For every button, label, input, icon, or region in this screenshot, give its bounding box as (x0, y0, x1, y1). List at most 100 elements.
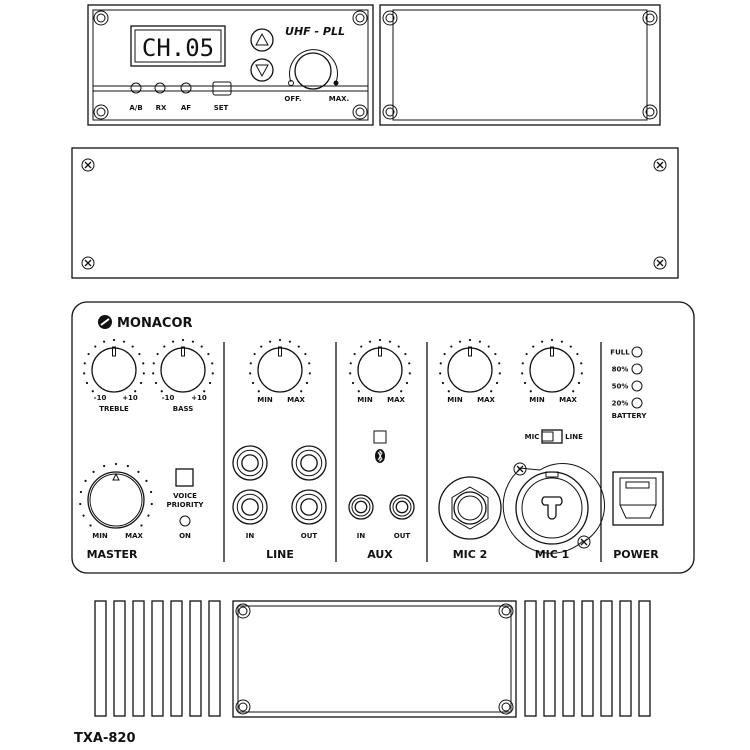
pointer-icon (378, 346, 382, 357)
bluetooth-pair-button[interactable] (373, 430, 387, 444)
scale-dot (79, 502, 82, 506)
scale-dot (349, 372, 352, 375)
led-rx (154, 82, 166, 94)
scale-dot (211, 372, 214, 375)
set-button[interactable] (212, 81, 232, 96)
led-label: A/B (129, 104, 142, 112)
aux-in-jack[interactable] (348, 494, 374, 520)
scale-dot (147, 514, 150, 517)
scale-dot (122, 340, 126, 343)
scale-dot (152, 362, 155, 365)
scale-dot (447, 390, 450, 393)
scale-dot (521, 362, 524, 365)
line-out-jack[interactable] (291, 489, 327, 525)
scale-dot (498, 362, 501, 365)
scale-dot (154, 381, 158, 385)
mic1-label: MIC 1 (535, 548, 570, 561)
scale-dot (278, 338, 282, 342)
line-in-jack[interactable] (232, 489, 268, 525)
scale-dot (114, 462, 118, 466)
scale-dot (171, 340, 175, 343)
model-label: TXA-820 (74, 731, 135, 746)
power-switch[interactable] (612, 471, 664, 526)
scale-dot (580, 362, 583, 365)
scale-dot (525, 352, 528, 356)
heatsink-fin (581, 600, 594, 717)
heatsink-fin (600, 600, 613, 717)
mic2-max: MAX (477, 396, 495, 404)
scale-dot (521, 372, 524, 375)
monacor-logo-icon (98, 315, 112, 329)
mic1-combo-jack[interactable] (502, 462, 606, 554)
mic-line-switch[interactable] (541, 429, 563, 444)
master-knob[interactable] (79, 462, 153, 529)
scale-dot (84, 479, 87, 482)
scale-dot (249, 362, 252, 365)
heatsink-cover-plate (232, 600, 517, 718)
scale-dot (569, 345, 572, 348)
scale-dot (83, 372, 86, 375)
mic1-min: MIN (529, 396, 545, 404)
line-level-knob[interactable] (249, 338, 311, 393)
voice-priority-label: VOICE (173, 492, 197, 500)
heatsink-fin (132, 600, 145, 717)
mic2-label: MIC 2 (453, 548, 488, 561)
voice-priority-button[interactable] (175, 468, 194, 487)
mic2-level-knob[interactable] (439, 338, 501, 393)
scale-dot (149, 490, 153, 494)
voice-priority-on-label: ON (179, 532, 191, 540)
screw-icon (352, 104, 368, 120)
scale-dot (490, 390, 493, 393)
scale-dot (181, 338, 185, 342)
aux-label: AUX (367, 548, 393, 561)
scale-dot (85, 381, 89, 385)
line-in-jack[interactable] (232, 445, 268, 481)
scale-dot (163, 345, 166, 348)
pointer-icon (278, 346, 282, 357)
scale-dot (89, 524, 92, 527)
scale-dot (308, 362, 311, 365)
scale-dot (450, 345, 453, 348)
line-max: MAX (287, 396, 305, 404)
mic1-max: MAX (559, 396, 577, 404)
heatsink-fin (94, 600, 107, 717)
battery-level-label: FULL (610, 349, 630, 357)
pointer-icon (550, 346, 554, 357)
scale-dot (487, 345, 490, 348)
led-ab (130, 82, 142, 94)
aux-out-jack[interactable] (389, 494, 415, 520)
mic1-level-knob[interactable] (521, 338, 583, 393)
scale-dot (83, 362, 86, 365)
scale-dot (300, 390, 303, 393)
master-min: MIN (92, 532, 108, 540)
scale-dot (540, 340, 544, 343)
mic2-jack[interactable] (438, 476, 502, 540)
aux-min: MIN (357, 396, 373, 404)
scale-dot (529, 390, 532, 393)
down-button[interactable] (250, 58, 274, 82)
scale-dot (458, 340, 462, 343)
scale-dot (308, 372, 311, 375)
heatsink-fin (562, 600, 575, 717)
heatsink-fin (113, 600, 126, 717)
triangle-down-icon (255, 64, 269, 78)
heatsink-fin (543, 600, 556, 717)
scale-dot (249, 372, 252, 375)
scale-dot (211, 362, 214, 365)
bass-knob[interactable] (152, 338, 214, 393)
scale-dot (138, 352, 141, 356)
volume-knob[interactable] (288, 49, 339, 90)
scale-dot (443, 352, 446, 356)
pointer-icon (112, 472, 120, 481)
up-button[interactable] (250, 28, 274, 52)
line-out-jack[interactable] (291, 445, 327, 481)
aux-level-knob[interactable] (349, 338, 411, 393)
scale-dot (203, 390, 206, 393)
scale-dot (87, 352, 90, 356)
scale-dot (351, 381, 355, 385)
scale-dot (257, 390, 260, 393)
scale-dot (580, 372, 583, 375)
treble-knob[interactable] (83, 338, 145, 393)
scale-dot (268, 340, 272, 343)
